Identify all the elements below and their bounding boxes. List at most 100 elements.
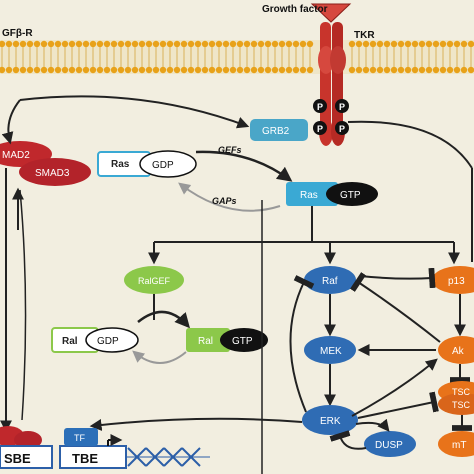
lipid-head (432, 66, 440, 74)
lipid-head (439, 40, 447, 48)
lipid-head (390, 40, 398, 48)
tkr-label: TKR (354, 30, 375, 41)
lipid-head (117, 40, 125, 48)
ras-gdp-ras-label: Ras (111, 159, 130, 170)
lipid-head (194, 40, 202, 48)
lipid-head (173, 66, 181, 74)
tbe-label: TBE (72, 451, 98, 466)
lipid-head (5, 66, 13, 74)
lipid-head (19, 40, 27, 48)
smad-complex: MAD2 SMAD3 (0, 141, 91, 186)
lipid-head (138, 66, 146, 74)
tkr-to-pi3k-arrow (347, 120, 473, 169)
smad3-to-dna-line (19, 189, 27, 421)
ral-activation-arrow (137, 310, 190, 329)
lipid-head (103, 40, 111, 48)
lipid-head (26, 66, 34, 74)
pi3k-node: p13 (432, 266, 474, 294)
lipid-head (362, 40, 370, 48)
lipid-head (376, 40, 384, 48)
raf-pi3k-crosstalk (359, 267, 436, 289)
lipid-head (432, 40, 440, 48)
tf-label: TF (74, 433, 85, 443)
lipid-head (250, 40, 258, 48)
lipid-head (187, 66, 195, 74)
lipid-head (467, 40, 474, 48)
raf-node: Raf (304, 266, 356, 294)
grb2-label: GRB2 (262, 126, 290, 137)
akt-label: Ak (452, 346, 465, 357)
phospho-label: P (317, 102, 323, 112)
erk-to-dusp-arrow (355, 418, 390, 432)
lipid-head (75, 40, 83, 48)
lipid-head (285, 40, 293, 48)
lipid-head (61, 40, 69, 48)
lipid-head (411, 66, 419, 74)
lipid-head (33, 66, 41, 74)
growth-factor-ligand (310, 3, 352, 23)
lipid-head (124, 66, 132, 74)
growth-factor-label: Growth factor (262, 4, 328, 15)
mtor-node: mT (438, 431, 474, 457)
lipid-head (397, 66, 405, 74)
raf-label: Raf (322, 276, 338, 287)
lipid-head (47, 40, 55, 48)
lipid-head (292, 40, 300, 48)
lipid-head (229, 66, 237, 74)
lipid-head (124, 40, 132, 48)
dna-region: SBE TBE TF (0, 426, 210, 469)
lipid-head (285, 66, 293, 74)
lipid-head (404, 40, 412, 48)
lipid-head (173, 40, 181, 48)
tgfbr-to-smad-arrow (1, 99, 21, 145)
lipid-head (348, 66, 356, 74)
lipid-head (103, 66, 111, 74)
lipid-head (201, 66, 209, 74)
lipid-head (348, 40, 356, 48)
lipid-head (411, 40, 419, 48)
tsc2-label: TSC (452, 400, 471, 410)
lipid-head (460, 40, 468, 48)
dusp-label: DUSP (375, 440, 403, 451)
lipid-head (278, 40, 286, 48)
tsc-complex: TSC TSC (438, 381, 474, 415)
erk-to-tf-arrow (89, 417, 303, 431)
lipid-head (0, 40, 6, 48)
lipid-head (355, 66, 363, 74)
lipid-head (243, 66, 251, 74)
lipid-head (418, 40, 426, 48)
ral-gdp-ral-label: Ral (62, 336, 78, 347)
lipid-head (222, 66, 230, 74)
phospho-sites: P P P P (313, 99, 349, 135)
lipid-head (68, 66, 76, 74)
lipid-head (299, 40, 307, 48)
tgfbr-label: GFβ-R (2, 28, 33, 39)
ralgef-node: RalGEF (124, 266, 184, 294)
grb2-node: GRB2 (250, 119, 308, 141)
lipid-head (12, 66, 20, 74)
ras-gtp-gtp-label: GTP (340, 190, 361, 201)
lipid-head (33, 40, 41, 48)
lipid-head (54, 40, 62, 48)
lipid-head (250, 66, 258, 74)
lipid-head (236, 66, 244, 74)
gaps-arrow (178, 182, 281, 212)
pi3k-label: p13 (448, 276, 465, 287)
lipid-head (467, 66, 474, 74)
lipid-head (138, 40, 146, 48)
lipid-head (446, 66, 454, 74)
lipid-head (166, 66, 174, 74)
lipid-head (194, 66, 202, 74)
lipid-head (397, 40, 405, 48)
lipid-head (306, 40, 314, 48)
lipid-head (19, 66, 27, 74)
ral-gdp-node: Ral GDP (51, 327, 139, 353)
mek-label: MEK (320, 346, 342, 357)
ral-gtp-ral-label: Ral (198, 336, 213, 347)
lipid-head (383, 40, 391, 48)
lipid-head (362, 66, 370, 74)
lipid-head (460, 66, 468, 74)
tsc1-label: TSC (452, 387, 471, 397)
lipid-head (61, 66, 69, 74)
lipid-head (292, 66, 300, 74)
